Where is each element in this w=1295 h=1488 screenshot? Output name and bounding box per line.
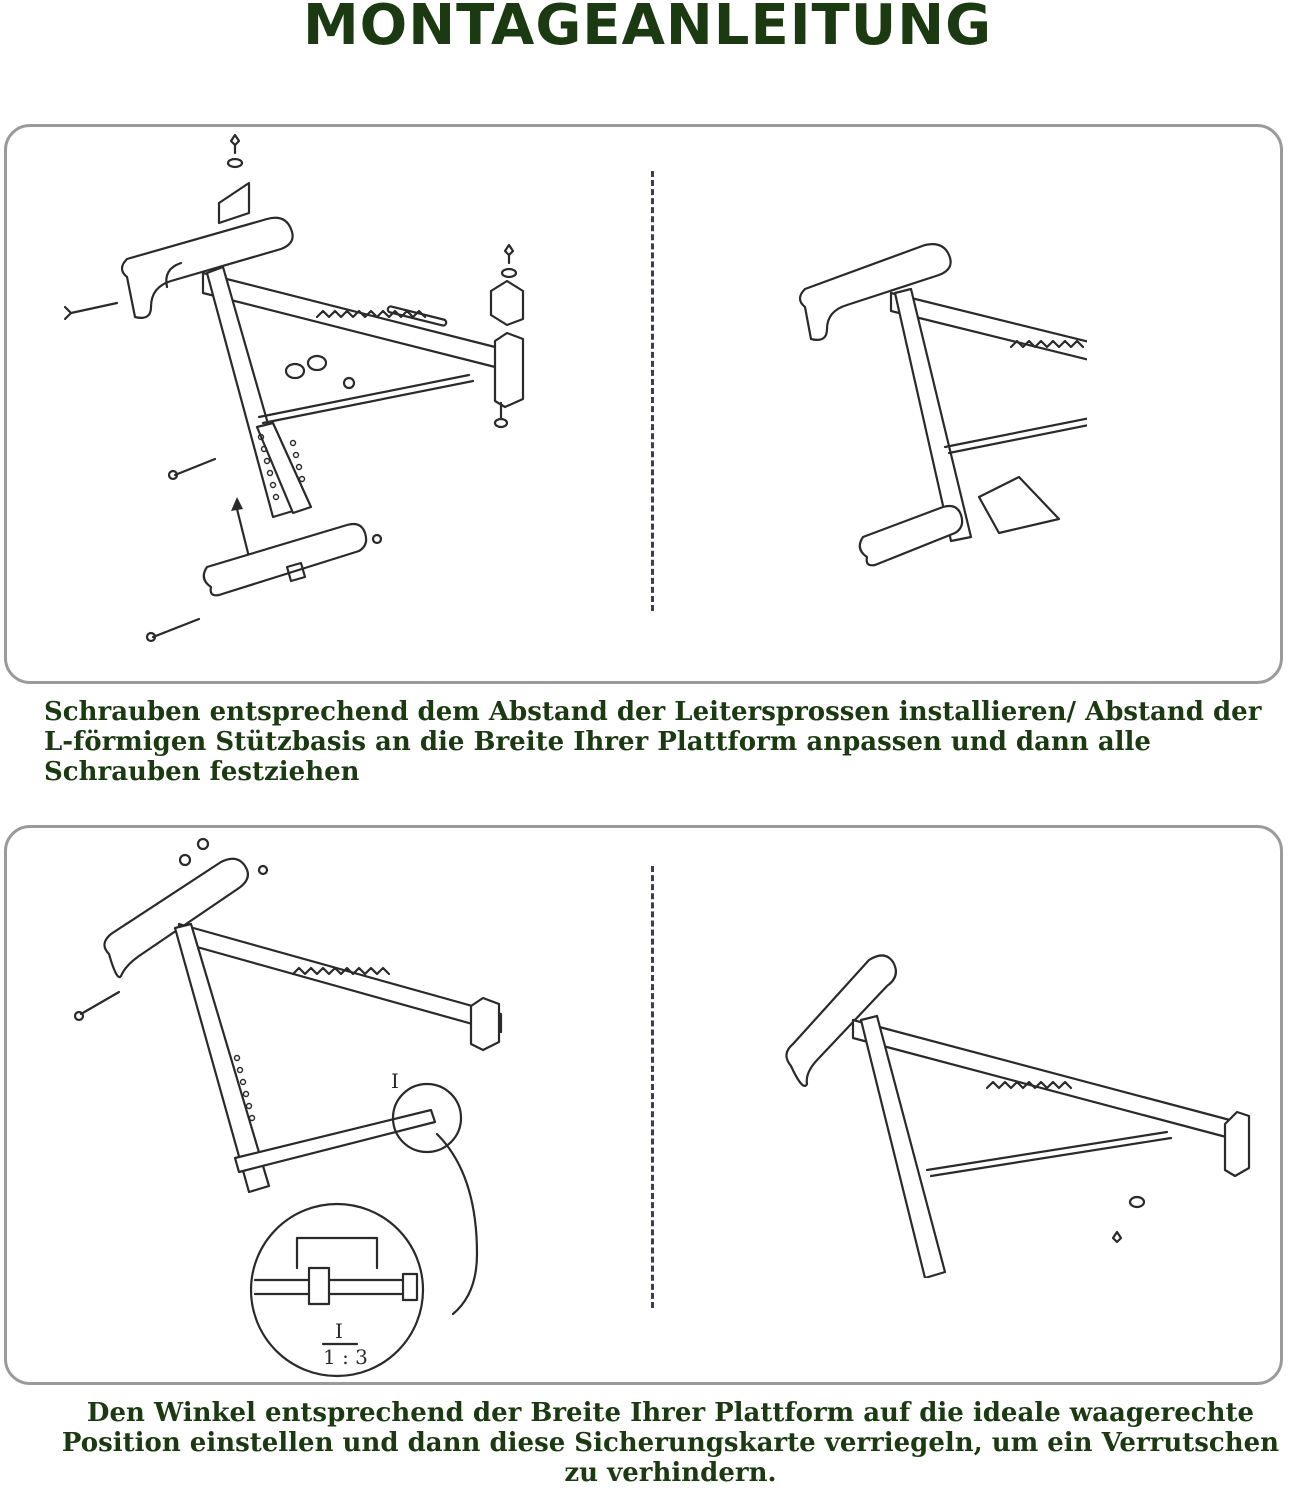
nut-icon bbox=[371, 533, 383, 545]
locking-bar bbox=[233, 1108, 437, 1174]
bracket-arm bbox=[851, 1018, 1247, 1144]
ladder-hook bbox=[103, 857, 250, 979]
final-bracket-figure bbox=[785, 954, 1251, 1278]
bracket-leg bbox=[893, 287, 973, 543]
bolt-icon bbox=[167, 457, 217, 481]
ladder-hook bbox=[785, 954, 898, 1087]
bolt-icon bbox=[493, 401, 509, 429]
bracket-brace bbox=[943, 417, 1087, 449]
exploded-bracket-figure bbox=[63, 133, 525, 643]
bracket-end-cup bbox=[469, 996, 501, 1052]
washer-icon bbox=[306, 354, 328, 372]
detail-label: I bbox=[391, 1069, 399, 1093]
wing-nut-icon bbox=[503, 243, 515, 265]
ladder-hook bbox=[798, 243, 952, 341]
washer-icon bbox=[500, 267, 518, 279]
washer-icon bbox=[1128, 1195, 1146, 1209]
foot-tube bbox=[858, 504, 964, 567]
bracket-end-cup bbox=[1223, 1110, 1251, 1178]
up-arrow-icon bbox=[231, 497, 251, 559]
detail-scale-label: I bbox=[335, 1319, 343, 1343]
washer-icon bbox=[178, 853, 192, 867]
ladder-hook bbox=[120, 216, 294, 319]
step-1-caption: Schrauben entsprechend dem Abstand der L… bbox=[44, 697, 1262, 787]
nut-icon bbox=[257, 864, 269, 876]
leg-holes bbox=[257, 433, 306, 501]
bolt-icon bbox=[73, 990, 121, 1022]
detail-scale-ratio: 1 : 3 bbox=[323, 1345, 368, 1369]
detail-view bbox=[249, 1202, 425, 1378]
angle-plate bbox=[217, 181, 251, 225]
angle-plate bbox=[489, 279, 525, 327]
detail-bolt bbox=[253, 1236, 419, 1306]
assembled-bracket-figure bbox=[798, 243, 1087, 567]
panel-divider bbox=[651, 866, 654, 1308]
bracket-arm bbox=[177, 922, 503, 1034]
bracket-brace bbox=[257, 373, 471, 419]
nut-icon bbox=[342, 376, 356, 390]
bracket-end-cup bbox=[493, 331, 525, 409]
washer-icon bbox=[284, 362, 306, 380]
panel-divider bbox=[651, 171, 654, 611]
wing-nut-icon bbox=[1111, 1230, 1123, 1244]
locking-bar-figure: I I 1 : 3 bbox=[73, 837, 503, 1378]
step-2-panel: I I 1 : 3 bbox=[4, 825, 1283, 1385]
bracket-brace bbox=[925, 1130, 1169, 1172]
washer-icon bbox=[196, 837, 210, 851]
step-2-caption: Den Winkel entsprechend der Breite Ihrer… bbox=[61, 1398, 1280, 1488]
bracket-leg bbox=[173, 922, 271, 1194]
washer-icon bbox=[226, 157, 244, 169]
foot-tube bbox=[202, 522, 368, 597]
detail-callout bbox=[391, 1082, 463, 1154]
wing-nut-icon bbox=[229, 133, 241, 155]
bracket-leg bbox=[859, 1014, 947, 1278]
bolt-icon bbox=[63, 301, 119, 321]
leg-holes bbox=[233, 1054, 256, 1122]
step-1-panel bbox=[4, 124, 1283, 684]
support-base bbox=[977, 475, 1061, 535]
page-title: MONTAGEANLEITUNG bbox=[302, 0, 993, 58]
bolt-icon bbox=[145, 617, 201, 643]
